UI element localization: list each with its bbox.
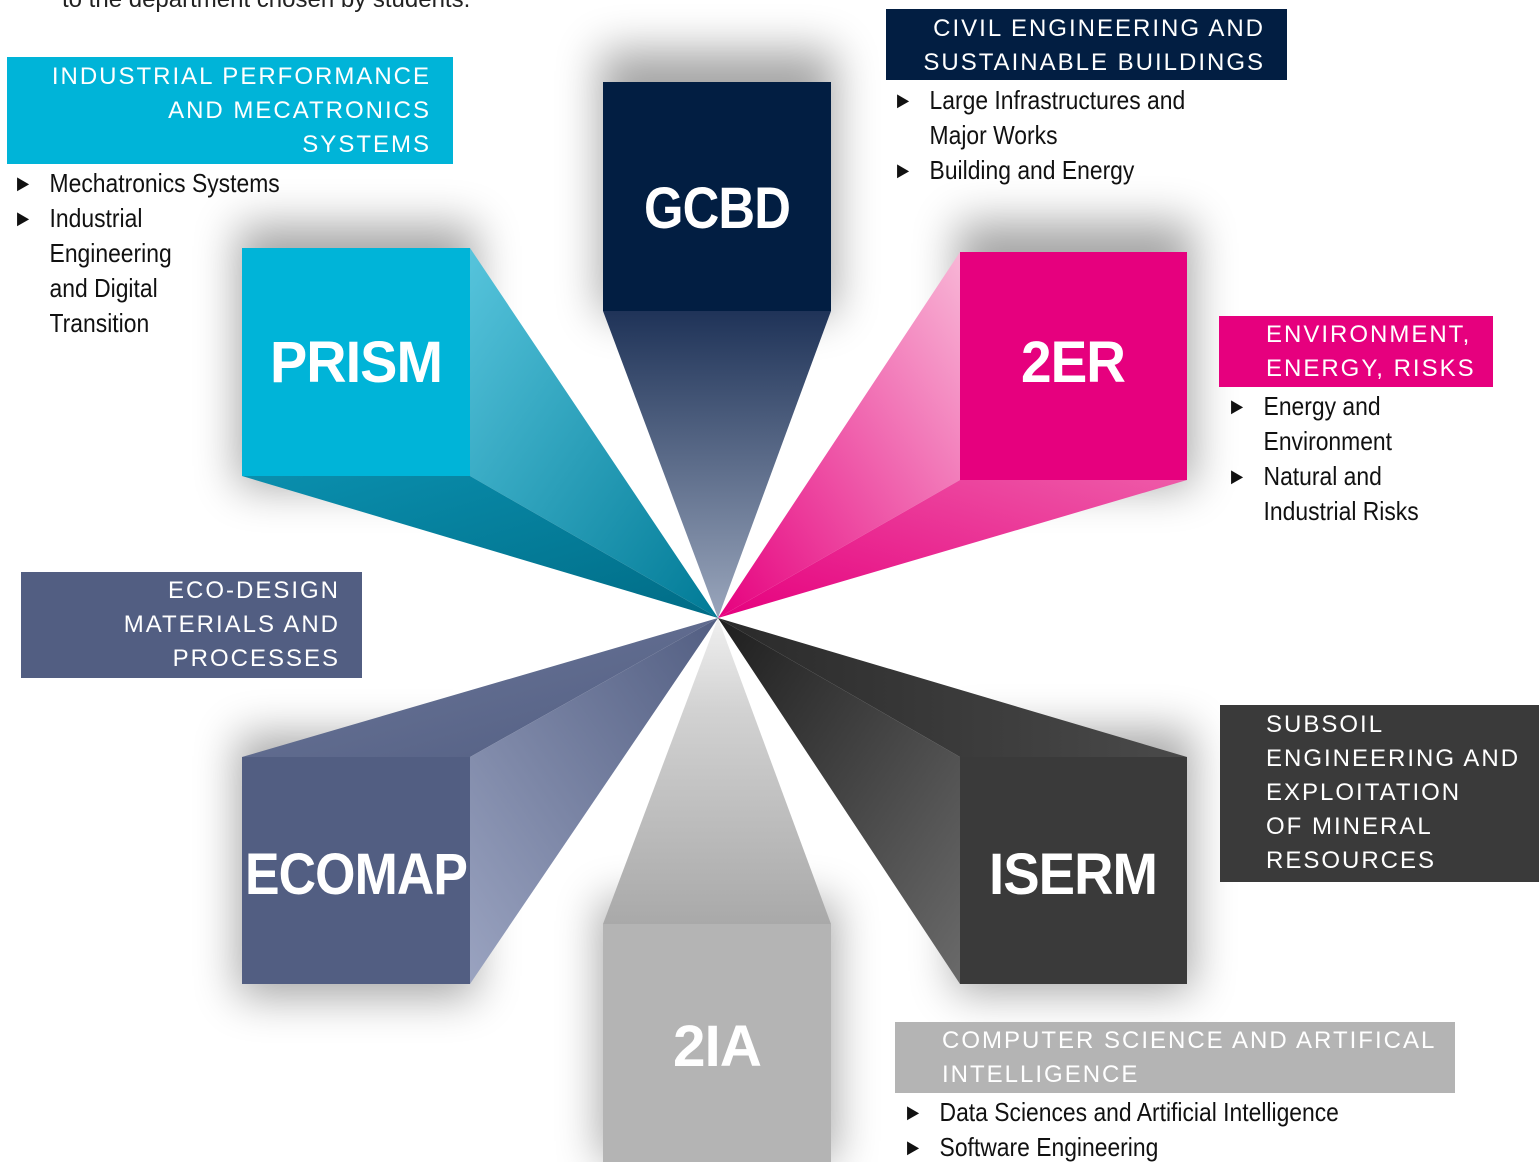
- bullets-2er: Energy and Environment Natural and Indus…: [1231, 389, 1433, 529]
- list-item: Software Engineering: [907, 1130, 1365, 1165]
- bullets-2ia: Data Sciences and Artificial Intelligenc…: [907, 1095, 1365, 1165]
- title-box-2ia: COMPUTER SCIENCE AND ARTIFICAL INTELLIGE…: [895, 1022, 1455, 1093]
- list-item: Natural and Industrial Risks: [1231, 459, 1433, 529]
- title-line: INDUSTRIAL PERFORMANCE: [51, 63, 431, 90]
- block-iserm: [960, 757, 1187, 984]
- title-line: ECO-DESIGN: [167, 577, 340, 604]
- title-box-2er: ENVIRONMENT, ENERGY, RISKS: [1219, 316, 1493, 387]
- beam-prism: [470, 248, 718, 618]
- list-item: Data Sciences and Artificial Intelligenc…: [907, 1095, 1365, 1130]
- beam-2ia: [603, 618, 831, 924]
- beam-ecomap-side: [470, 618, 718, 984]
- beam-iserm-side: [718, 618, 960, 984]
- title-line: EXPLOITATION: [1266, 779, 1462, 806]
- block-2er: [960, 252, 1187, 480]
- code-iserm: ISERM: [989, 842, 1157, 907]
- title-line: OF MINERAL: [1266, 813, 1433, 840]
- code-2ia: 2IA: [673, 1014, 761, 1079]
- block-ecomap: [242, 757, 470, 984]
- title-box-prism: INDUSTRIAL PERFORMANCE AND MECATRONICS S…: [7, 57, 453, 164]
- title-box-iserm: SUBSOIL ENGINEERING AND EXPLOITATION OF …: [1220, 705, 1539, 882]
- bullets-prism: Mechatronics Systems Industrial Engineer…: [17, 166, 316, 341]
- block-gcbd: [603, 82, 831, 311]
- bullets-gcbd: Large Infrastructures and Major Works Bu…: [897, 83, 1196, 188]
- title-line: ENERGY, RISKS: [1266, 355, 1476, 382]
- code-prism: PRISM: [270, 330, 442, 395]
- list-item: Mechatronics Systems: [17, 166, 316, 201]
- list-item: Large Infrastructures and Major Works: [897, 83, 1196, 153]
- title-line: COMPUTER SCIENCE AND ARTIFICAL: [942, 1027, 1437, 1054]
- title-line: SYSTEMS: [302, 131, 431, 158]
- title-line: RESOURCES: [1266, 847, 1437, 874]
- title-line: ENVIRONMENT,: [1266, 321, 1472, 348]
- code-gcbd: GCBD: [644, 176, 790, 241]
- title-line: MATERIALS AND: [123, 611, 340, 638]
- block-2ia: [603, 924, 831, 1162]
- beam-2er: [718, 252, 960, 618]
- intro-text: to the department chosen by students.: [62, 0, 470, 14]
- title-line: SUBSOIL: [1266, 711, 1385, 738]
- beam-prism-bottom: [242, 476, 718, 618]
- title-line: CIVIL ENGINEERING AND: [933, 15, 1265, 42]
- title-line: ENGINEERING AND: [1266, 745, 1521, 772]
- list-item: Building and Energy: [897, 153, 1196, 188]
- beam-ecomap: [242, 618, 718, 757]
- title-line: PROCESSES: [172, 645, 340, 672]
- title-line: INTELLIGENCE: [942, 1061, 1140, 1088]
- block-prism: [242, 248, 470, 476]
- list-item: Industrial Engineering and Digital Trans…: [17, 201, 182, 341]
- beam-2er-bottom: [718, 480, 1187, 618]
- title-line: SUSTAINABLE BUILDINGS: [923, 49, 1265, 76]
- code-ecomap: ECOMAP: [245, 842, 467, 907]
- title-box-ecomap: ECO-DESIGN MATERIALS AND PROCESSES: [21, 572, 362, 678]
- beam-gcbd: [603, 311, 831, 618]
- list-item: Energy and Environment: [1231, 389, 1433, 459]
- beam-iserm: [718, 618, 1187, 757]
- code-2er: 2ER: [1021, 330, 1125, 395]
- title-box-gcbd: CIVIL ENGINEERING AND SUSTAINABLE BUILDI…: [886, 9, 1287, 80]
- title-line: AND MECATRONICS: [168, 97, 431, 124]
